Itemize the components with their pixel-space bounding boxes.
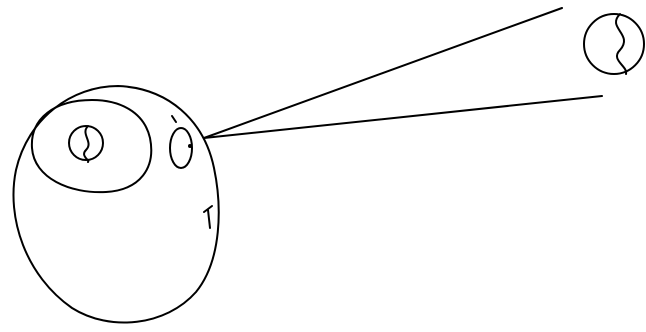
cheek-mark: [204, 206, 212, 228]
eye-outline: [32, 100, 151, 192]
tennis-ball-seam: [616, 14, 626, 74]
ear-dot: [188, 144, 192, 148]
ear-outline: [170, 128, 192, 168]
ear-top-mark: [172, 116, 176, 122]
inner-ball-seam: [84, 126, 89, 162]
tennis-ball-icon: [584, 14, 644, 74]
head-outline: [13, 86, 218, 323]
